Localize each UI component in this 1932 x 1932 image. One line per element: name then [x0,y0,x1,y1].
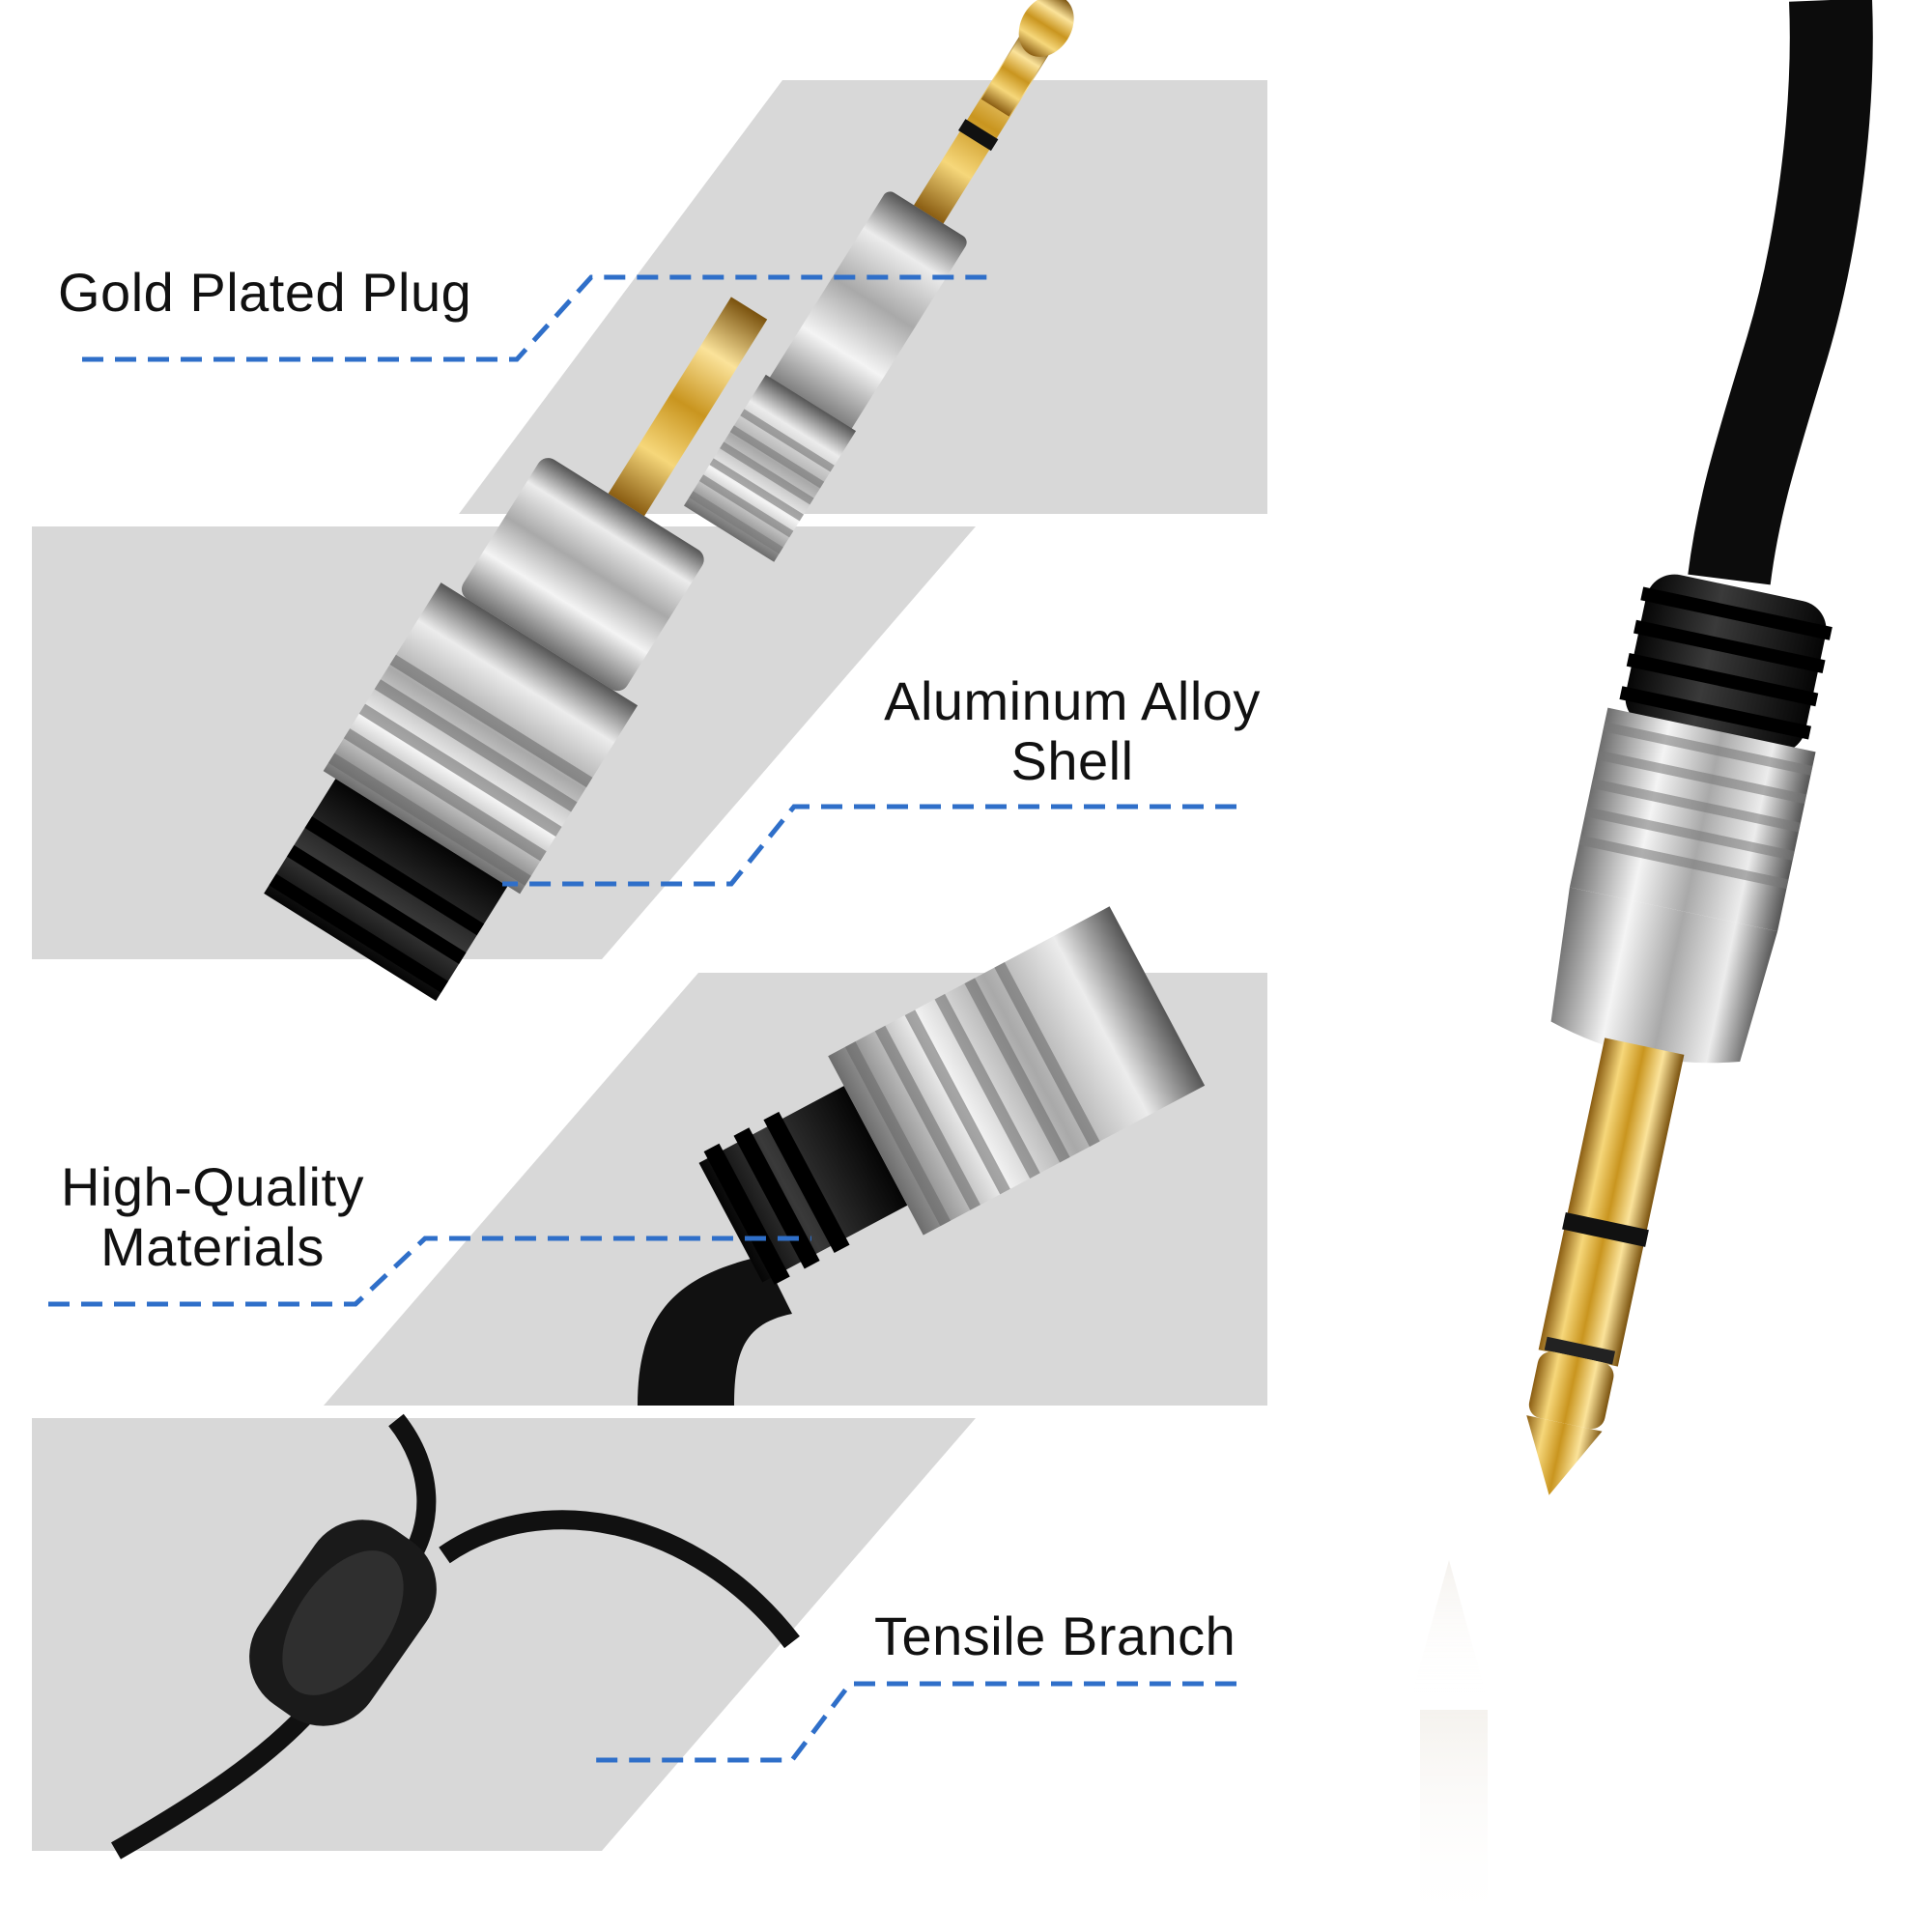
label-high-quality-materials: High-Quality Materials [39,1157,386,1277]
strain-relief-closeup [638,906,1206,1406]
leader-line-gold-plug [82,274,990,362]
leader-line-tensile-branch [594,1681,1236,1763]
label-gold-plated-plug-text: Gold Plated Plug [58,262,472,323]
label-high-quality-line2: Materials [100,1216,325,1277]
panel-4 [32,1418,976,1851]
leader-line-high-quality [48,1236,811,1307]
label-tensile-branch-text: Tensile Branch [874,1605,1236,1666]
trs-jack-plug [1410,0,1873,1932]
label-aluminum-alloy-line1: Aluminum Alloy [884,670,1261,731]
label-high-quality-line1: High-Quality [60,1156,365,1217]
label-tensile-branch: Tensile Branch [874,1606,1236,1666]
plug-reflection [1410,1560,1488,1932]
label-aluminum-alloy-shell: Aluminum Alloy Shell [850,671,1294,791]
aluminum-shell-closeup [264,297,768,1002]
y-branch-closeup [111,1413,800,1860]
label-gold-plated-plug: Gold Plated Plug [58,263,471,323]
gold-plug-closeup [683,0,1074,562]
label-aluminum-alloy-line2: Shell [1010,730,1134,791]
